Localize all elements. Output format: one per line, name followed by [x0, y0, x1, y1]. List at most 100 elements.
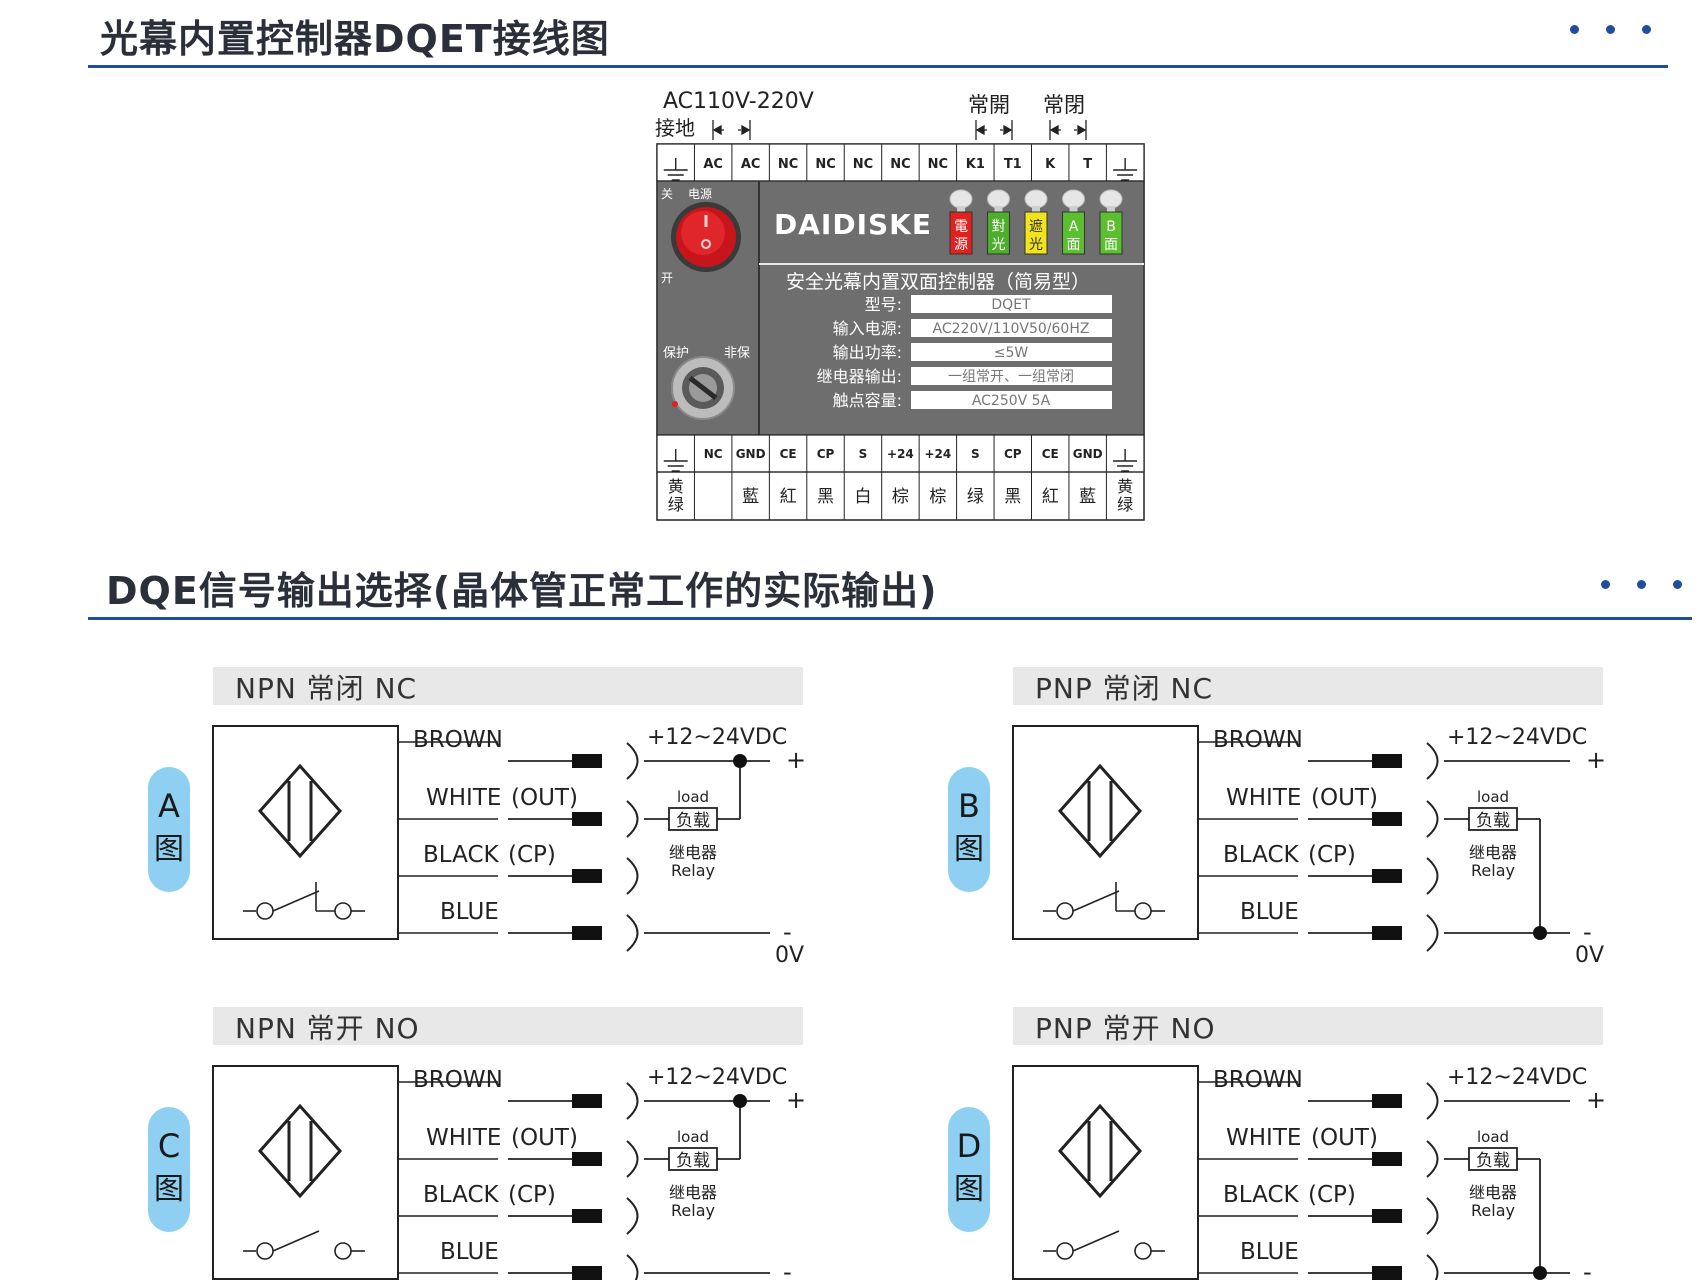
- wire-color-label: 藍: [1079, 487, 1096, 507]
- ground-symbol-icon: [663, 158, 688, 181]
- wiring-panel: PNP 常开 NOD图BROWNWHITE(OUT)BLACK(CP)BLUE+…: [948, 1007, 1606, 1280]
- sensor-wire: WHITE (OUT): [398, 785, 639, 838]
- junction-dot: [1533, 926, 1547, 940]
- wire-label: WHITE: [1226, 785, 1301, 811]
- bottom-terminal-label: CE: [780, 447, 797, 461]
- bottom-section-rule: [88, 617, 1692, 620]
- panel-tag-letter: C: [158, 1127, 180, 1165]
- load-label: load: [1477, 788, 1509, 806]
- lamp-label-top: A: [1069, 219, 1079, 235]
- ground-symbol-icon: [1113, 449, 1138, 472]
- wire-color-label: 棕: [892, 487, 909, 507]
- wire-suffix: (OUT): [511, 785, 578, 811]
- zero-volt-label: 0V: [1575, 943, 1604, 968]
- panel-tag: A图: [148, 767, 190, 892]
- bottom-terminal-label: +24: [887, 447, 914, 461]
- plus-label: +: [1586, 1086, 1606, 1114]
- top-terminal-label: AC: [703, 157, 723, 172]
- panel-title: PNP 常开 NO: [1035, 1012, 1216, 1045]
- wire-label: BLACK: [423, 842, 500, 868]
- supply-label: +12~24VDC: [647, 1065, 787, 1090]
- lamp-label-top: 電: [954, 219, 968, 235]
- minus-label: -: [1583, 918, 1592, 946]
- lamp-label-top: 對: [992, 219, 1006, 235]
- top-terminal-label: K: [1045, 157, 1056, 172]
- spec-value: AC250V 5A: [972, 393, 1051, 409]
- spec-label: 输入电源:: [833, 319, 902, 338]
- relay-cn-label: 继电器: [669, 843, 717, 862]
- lamp-label-bottom: 光: [992, 237, 1006, 253]
- sensor-wire: BLACK(CP): [1198, 842, 1439, 895]
- supply-label: +12~24VDC: [1447, 1065, 1587, 1090]
- sensor-body: [1012, 725, 1199, 940]
- junction-dot: [1533, 1266, 1547, 1280]
- wire-color-row: 黄绿藍紅黑白棕棕绿黑紅藍黄绿: [657, 471, 1144, 514]
- load-cn-label: 负载: [676, 1151, 710, 1171]
- wire-color-label: 黑: [1004, 487, 1021, 507]
- top-terminal-label: T: [1083, 157, 1092, 172]
- sensor-diamond-icon: [257, 1103, 343, 1199]
- top-terminal-label: NC: [890, 157, 910, 172]
- junction-dot: [733, 754, 747, 768]
- relay-label: Relay: [1471, 861, 1515, 880]
- brand-name: DAIDISKE: [774, 208, 932, 241]
- minus-label: -: [783, 1258, 792, 1280]
- sensor-wire: BLUE: [398, 899, 639, 952]
- relay-cn-label: 继电器: [669, 1183, 717, 1202]
- sensor-wire: BLACK(CP): [398, 1182, 639, 1235]
- spec-value: DQET: [991, 297, 1031, 313]
- wire-label: BROWN: [1213, 727, 1303, 753]
- spec-label: 继电器输出:: [817, 367, 902, 386]
- switch-off-label: 关: [661, 187, 673, 201]
- wire-color-label: 黑: [817, 487, 834, 507]
- sensor-wire: WHITE (OUT): [1198, 1125, 1439, 1178]
- lamp-label-top: 遮: [1029, 219, 1043, 235]
- top-terminal-label: NC: [778, 157, 798, 172]
- normally-closed-switch-icon: [243, 882, 365, 920]
- wire-color-label: 绿: [967, 487, 984, 507]
- bottom-terminal-label: CP: [817, 447, 835, 461]
- normally-closed-switch-icon: [1043, 882, 1165, 920]
- load-cn-label: 负载: [1476, 811, 1510, 831]
- wire-label: BLUE: [1240, 1239, 1299, 1265]
- wire-color-label: 白: [854, 487, 871, 507]
- spec-value: 一组常开、一组常闭: [948, 369, 1074, 385]
- lamp-label-bottom: 面: [1067, 237, 1081, 253]
- indicator-lamp: 遮光: [1024, 189, 1048, 255]
- relay-label: Relay: [671, 1201, 715, 1220]
- sensor-diamond-icon: [1057, 763, 1143, 859]
- sensor-wire: BROWN: [1198, 727, 1439, 780]
- wire-suffix: (OUT): [511, 1125, 578, 1151]
- wire-label: BROWN: [1213, 1067, 1303, 1093]
- indicator-lamp: A面: [1062, 189, 1085, 255]
- panel-title: NPN 常开 NO: [235, 1012, 420, 1045]
- wire-label: WHITE: [426, 785, 501, 811]
- sensor-diamond-icon: [257, 763, 343, 859]
- non-protect-label: 非保: [724, 346, 750, 361]
- switch-on-label: 开: [661, 271, 673, 285]
- panel-tag-char: 图: [154, 1172, 184, 1207]
- power-rocker-switch: [671, 202, 741, 272]
- panel-tag-char: 图: [154, 832, 184, 867]
- wire-suffix: (OUT): [1311, 1125, 1378, 1151]
- indicator-lamp: 電源: [949, 189, 973, 255]
- wire-label: BROWN: [413, 727, 503, 753]
- sensor-wire: BLUE: [398, 1239, 639, 1280]
- bottom-section-title: DQE信号输出选择(晶体管正常工作的实际输出): [106, 569, 938, 613]
- top-terminal-label: AC: [741, 157, 761, 172]
- bottom-terminal-label: CP: [1004, 447, 1022, 461]
- wire-label: WHITE: [1226, 1125, 1301, 1151]
- relay-cn-label: 继电器: [1469, 1183, 1517, 1202]
- wiring-panel: PNP 常闭 NCB图BROWNWHITE(OUT)BLACK(CP)BLUE+…: [948, 667, 1606, 968]
- plus-label: +: [786, 746, 806, 774]
- panel-tag-letter: A: [158, 787, 180, 825]
- protect-key-switch: [671, 356, 735, 420]
- wire-color-label: 藍: [742, 487, 759, 507]
- panel-tag-char: 图: [954, 832, 984, 867]
